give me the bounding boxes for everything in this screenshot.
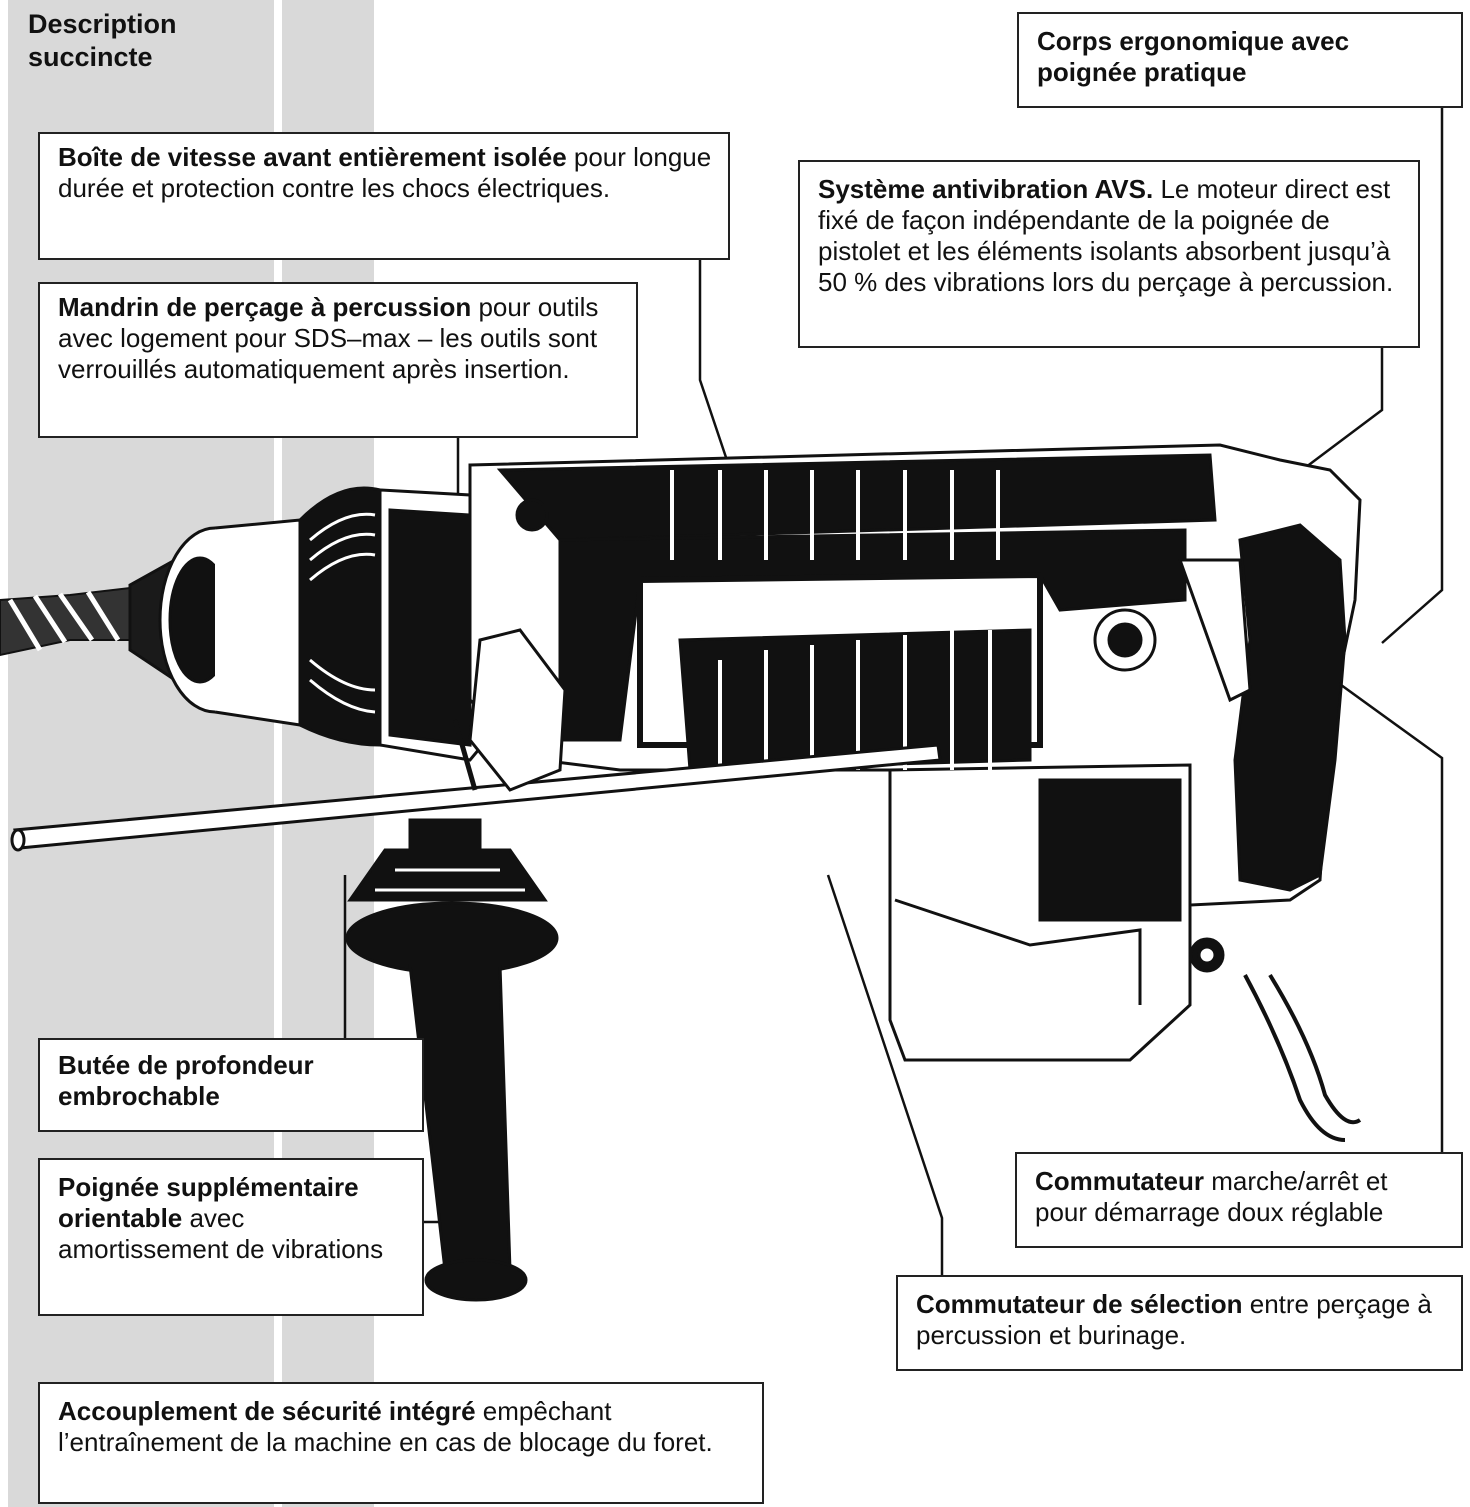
label-clutch-title: Accouplement de sécurité intégré [58, 1396, 476, 1426]
label-on-off-switch-text: marche/arrêt et pour démarrage doux régl… [1035, 1166, 1388, 1227]
label-on-off-switch-title: Commutateur [1035, 1166, 1205, 1196]
label-side-handle-title: Poignée supplémentaire orientable [58, 1172, 359, 1233]
label-selector-switch: Commutateur de sélection entre perçage à… [896, 1275, 1463, 1371]
page-title: Description succincte [28, 9, 177, 72]
label-depth-stop: Butée de profondeur embrochable [38, 1038, 424, 1132]
leader-line-selector [826, 874, 944, 1275]
label-avs-title: Système antivibration AVS. [818, 174, 1154, 204]
side-handle [345, 818, 559, 1302]
label-chuck-title: Mandrin de perçage à percussion [58, 292, 472, 322]
label-gearbox-title: Boîte de vitesse avant entièrement isolé… [58, 142, 567, 172]
selector-knob [452, 628, 567, 792]
drill-bit [0, 586, 131, 657]
label-chuck: Mandrin de perçage à percussion pour out… [38, 282, 638, 438]
label-gearbox: Boîte de vitesse avant entièrement isolé… [38, 132, 730, 260]
chuck [128, 486, 522, 762]
label-chuck-text: pour outils avec logement pour SDS–max –… [58, 292, 599, 384]
label-body: Corps ergonomique avec poignée pratique [1017, 12, 1463, 108]
label-side-handle-text: avec amortissement de vibrations [58, 1203, 384, 1264]
vents [670, 470, 1000, 770]
label-body-title: Corps ergonomique avec poignée pratique [1037, 26, 1350, 87]
label-on-off-switch: Commutateur marche/arrêt et pour démarra… [1015, 1152, 1463, 1248]
depth-stop-rod [10, 743, 942, 852]
label-depth-stop-title: Butée de profondeur embrochable [58, 1050, 314, 1111]
label-selector-switch-title: Commutateur de sélection [916, 1289, 1243, 1319]
label-side-handle: Poignée supplémentaire orientable avec a… [38, 1158, 424, 1316]
label-selector-switch-text: entre perçage à percussion et burinage. [916, 1289, 1432, 1350]
label-avs: Système antivibration AVS. Le moteur dir… [798, 160, 1420, 348]
label-clutch: Accouplement de sécurité intégré empêcha… [38, 1382, 764, 1504]
label-gearbox-text: pour longue durée et protection contre l… [58, 142, 712, 203]
label-avs-text: Le moteur direct est fixé de façon indép… [818, 174, 1394, 297]
label-clutch-text: empêchant l’entraînement de la machine e… [58, 1396, 713, 1457]
leader-line-body [1381, 108, 1444, 644]
